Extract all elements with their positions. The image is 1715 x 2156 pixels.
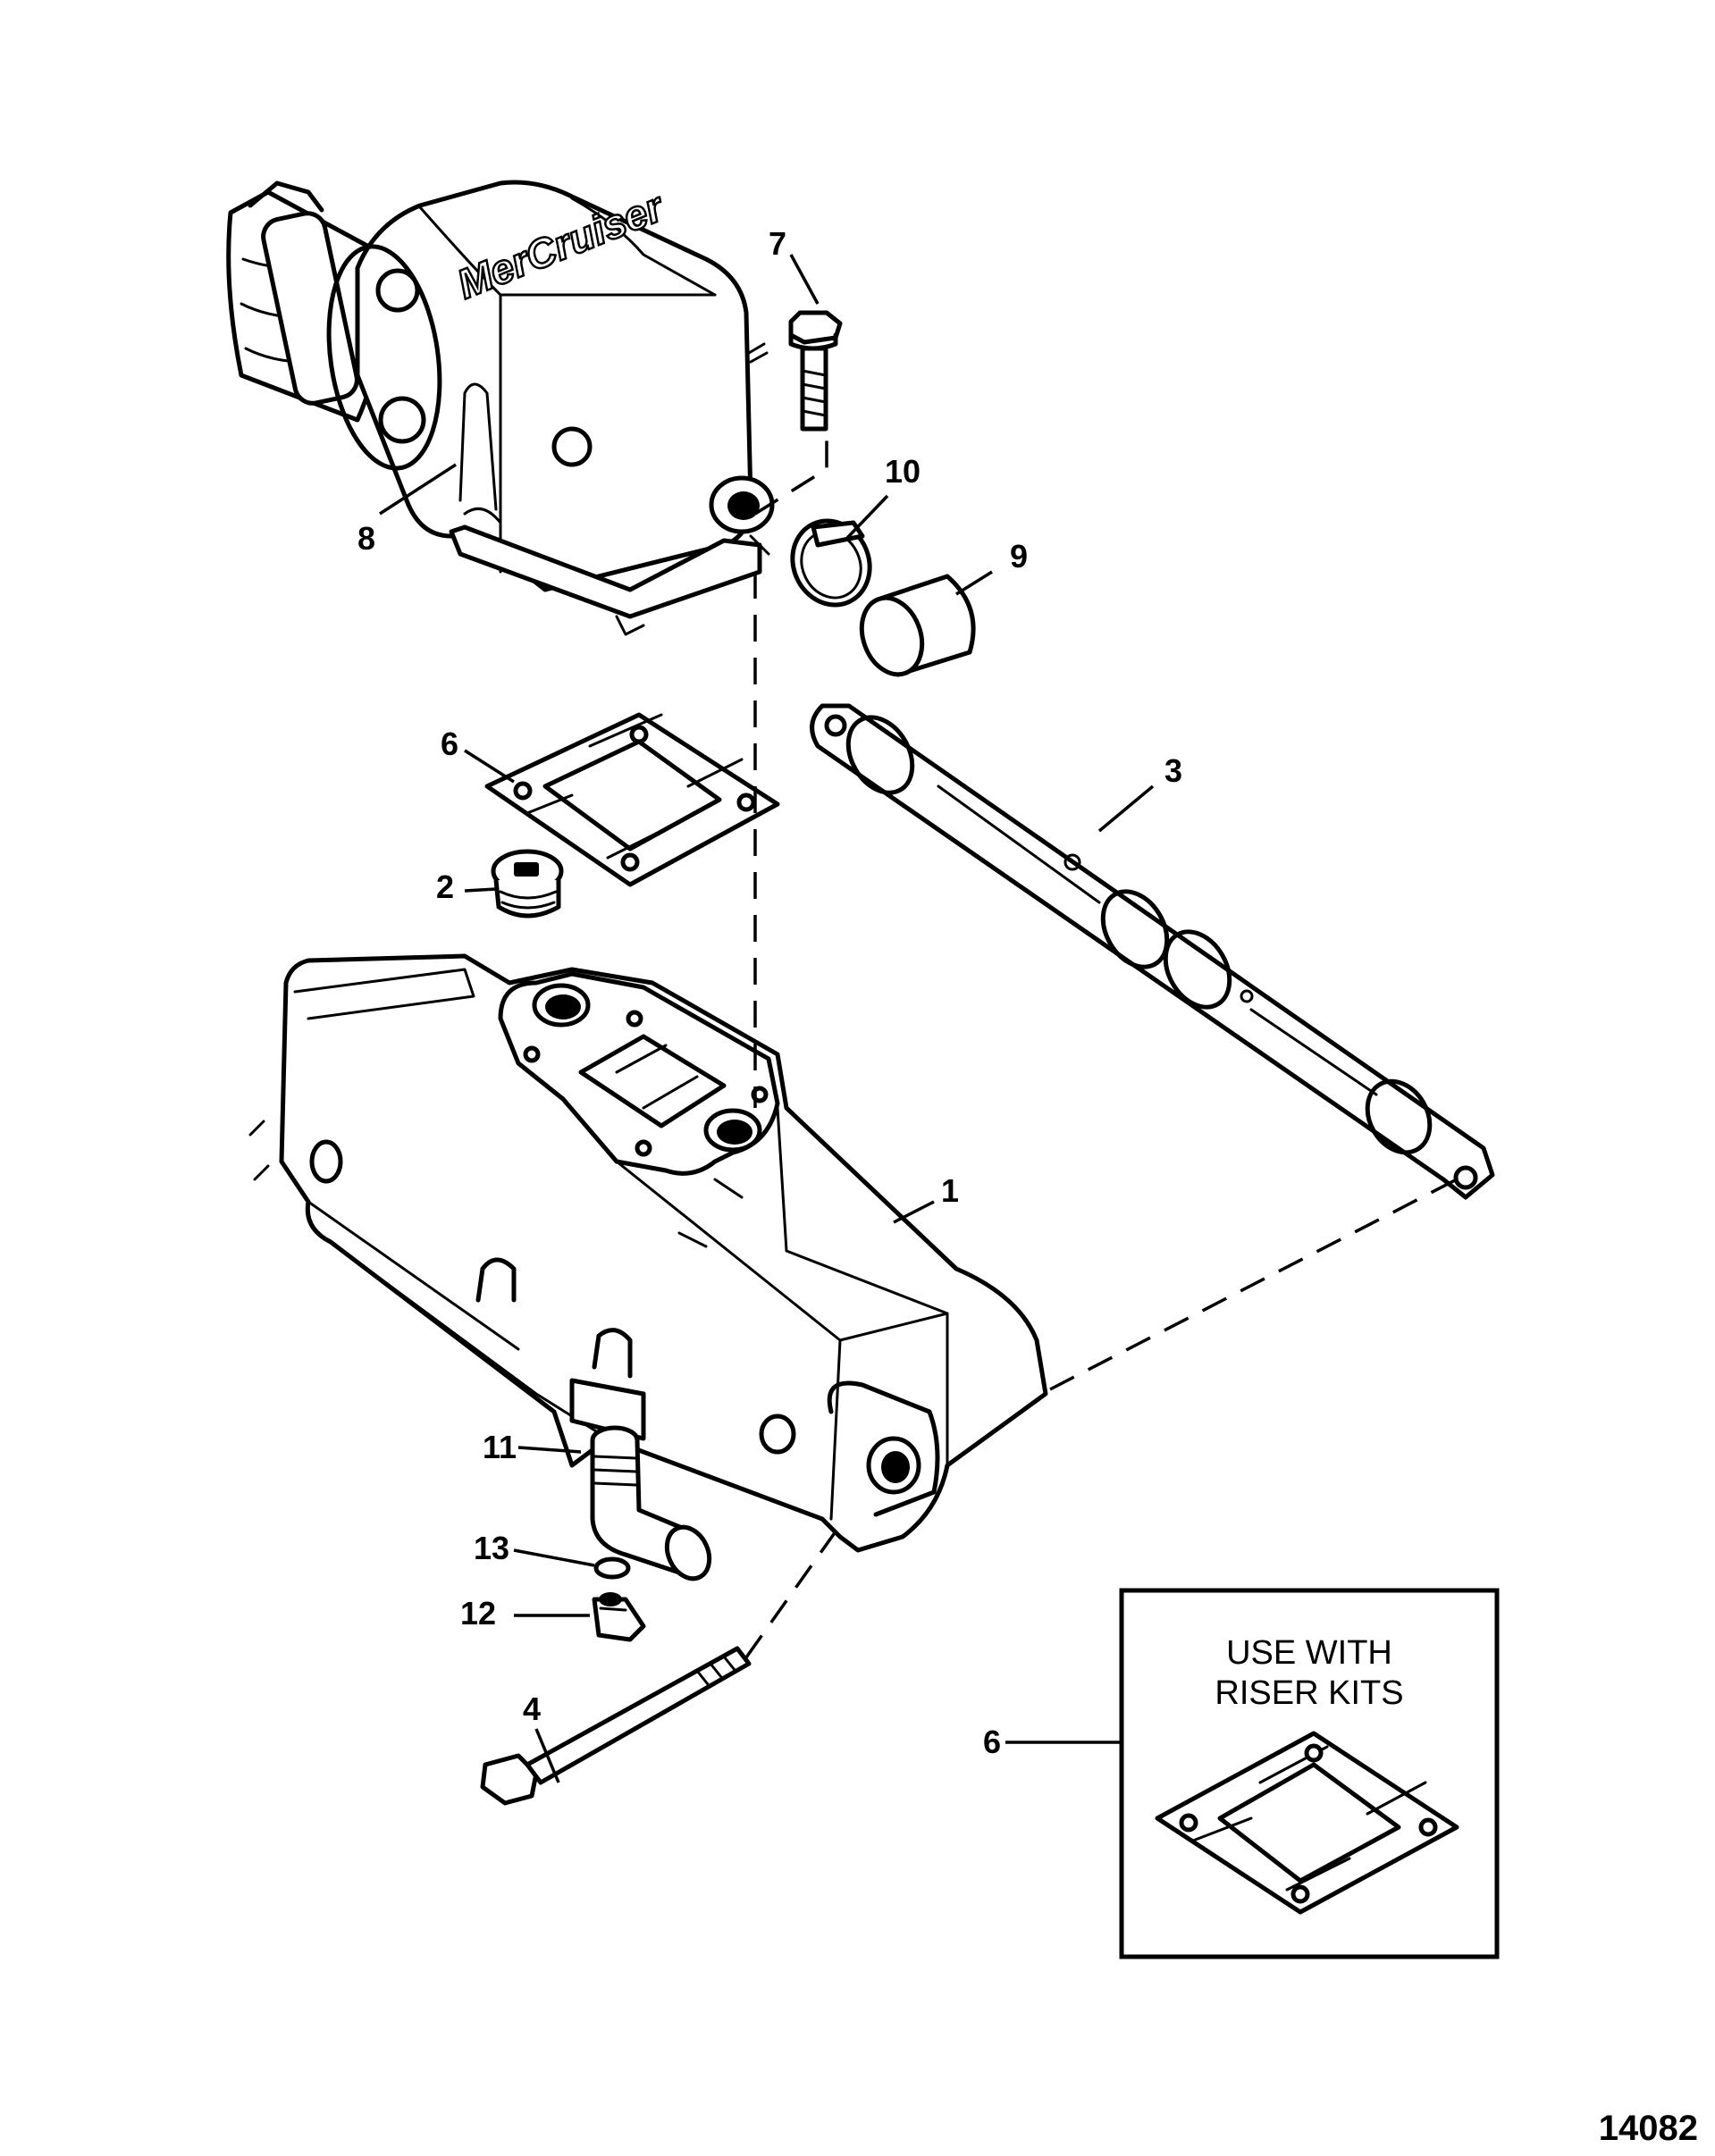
callout-9: 9	[1010, 538, 1028, 575]
callout-10: 10	[885, 453, 921, 490]
leader-lines	[379, 254, 1155, 1783]
riser-kit-inset: USE WITH RISER KITS	[1119, 1588, 1500, 1959]
inset-line-1: USE WITH	[1226, 1634, 1392, 1672]
callout-labels: 7 10 9 8 6 2 3 1 11 13 12 4 6	[357, 225, 1182, 1760]
long-bolt	[480, 1646, 752, 1806]
callout-13: 13	[474, 1530, 509, 1566]
callout-3: 3	[1164, 752, 1182, 789]
hose	[859, 574, 976, 677]
callout-2: 2	[436, 868, 454, 905]
callout-8: 7	[769, 225, 786, 262]
o-ring	[593, 1556, 631, 1580]
pipe-plug	[491, 849, 564, 919]
exhaust-elbow: MerCruiser	[226, 180, 775, 636]
callout-7: 8	[357, 520, 375, 557]
manifold-gasket	[810, 703, 1495, 1200]
hose-clamp	[790, 518, 872, 608]
callout-4: 4	[523, 1690, 541, 1727]
exhaust-manifold	[248, 953, 1048, 1553]
water-elbow-fitting	[590, 1425, 712, 1581]
callout-6: 6	[441, 726, 458, 762]
elbow-gasket	[484, 712, 780, 887]
figure-number: 14082	[1599, 2109, 1698, 2148]
inset-line-2: RISER KITS	[1215, 1674, 1403, 1712]
inset-callout-6: 6	[983, 1724, 1001, 1760]
flange-bolt	[788, 310, 843, 432]
drain-plug	[592, 1592, 646, 1642]
inset-gasket	[1155, 1731, 1459, 1915]
callout-12: 12	[460, 1595, 496, 1632]
callout-11: 11	[483, 1429, 517, 1465]
alignment-lines	[744, 438, 1458, 1659]
callout-1: 1	[941, 1172, 959, 1209]
